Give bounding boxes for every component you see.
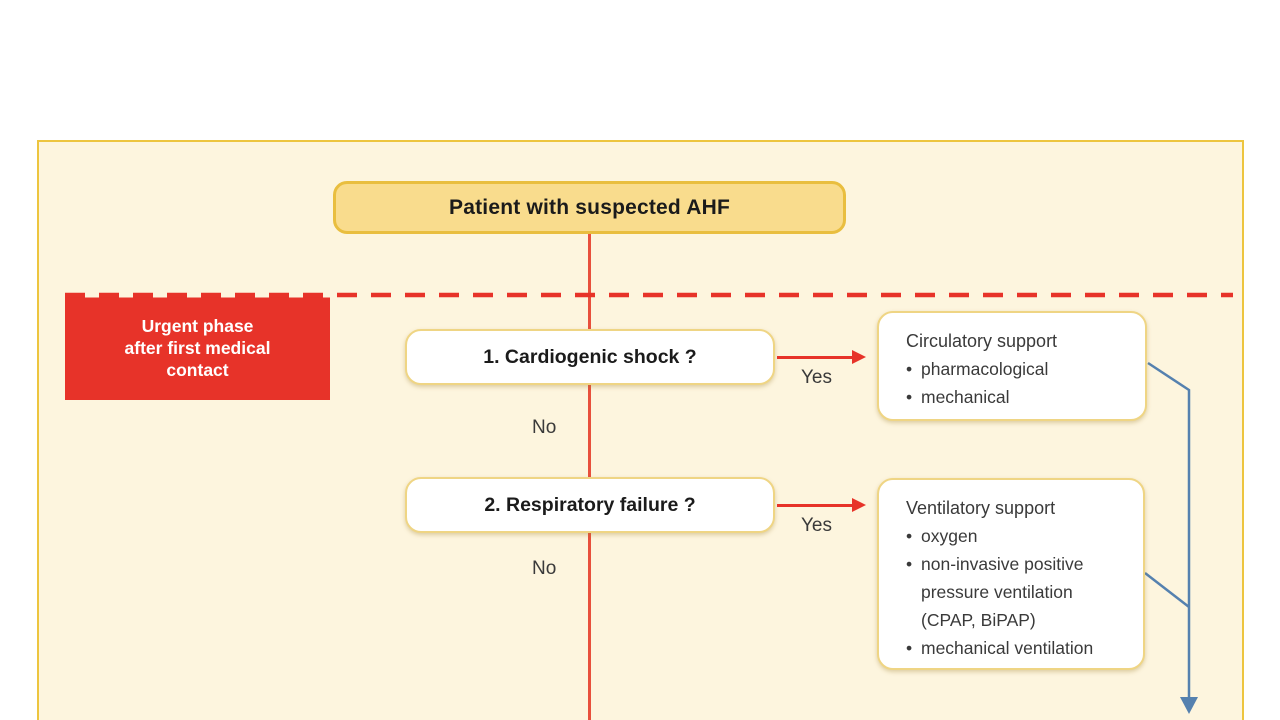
- action-bullet-list: pharmacological mechanical: [906, 355, 1118, 411]
- bullet-text: non-invasive positive pressure ventilati…: [921, 554, 1084, 630]
- action-node-ventilatory-support: Ventilatory support oxygen non-invasive …: [877, 478, 1145, 670]
- phase-line-2: after first medical: [124, 338, 271, 359]
- no-label-1: No: [532, 417, 557, 438]
- action-title: Ventilatory support: [906, 498, 1056, 518]
- decision-question: 1. Cardiogenic shock ?: [483, 345, 697, 368]
- no-label-2: No: [532, 558, 557, 579]
- action-bullet: pharmacological: [906, 355, 1118, 383]
- start-node: Patient with suspected AHF: [333, 181, 846, 234]
- action-bullet: oxygen: [906, 522, 1118, 550]
- bullet-text: mechanical ventilation: [921, 638, 1094, 658]
- phase-line-1: Urgent phase: [141, 316, 254, 337]
- yes-arrow-1: [777, 350, 866, 364]
- decision-question: 2. Respiratory failure ?: [484, 493, 696, 516]
- yes-arrow-2: [777, 498, 866, 512]
- yes-label-1: Yes: [801, 367, 832, 388]
- action-bullet: mechanical ventilation: [906, 634, 1118, 662]
- action-node-circulatory-support: Circulatory support pharmacological mech…: [877, 311, 1147, 421]
- action-bullet: mechanical: [906, 383, 1118, 411]
- bullet-text: mechanical: [921, 387, 1010, 407]
- start-node-label: Patient with suspected AHF: [449, 195, 730, 219]
- action-bullet: non-invasive positive pressure ventilati…: [906, 550, 1118, 634]
- phase-label-box: Urgent phase after first medical contact: [65, 296, 330, 400]
- phase-line-3: contact: [166, 359, 229, 380]
- action-bullet-list: oxygen non-invasive positive pressure ve…: [906, 522, 1118, 662]
- bullet-text: pharmacological: [921, 359, 1049, 379]
- yes-label-2: Yes: [801, 515, 832, 536]
- action-title: Circulatory support: [906, 331, 1058, 351]
- bullet-text: oxygen: [921, 526, 978, 546]
- decision-node-cardiogenic-shock: 1. Cardiogenic shock ?: [405, 329, 775, 385]
- decision-node-respiratory-failure: 2. Respiratory failure ?: [405, 477, 775, 533]
